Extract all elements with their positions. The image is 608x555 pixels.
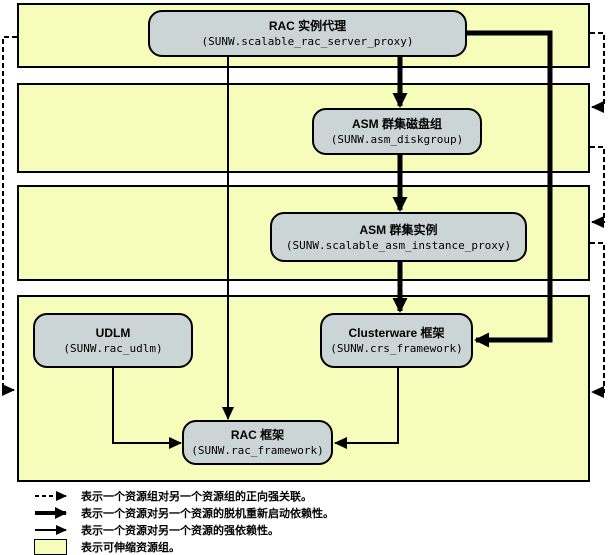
node-rac-instance-proxy: RAC 实例代理 (SUNW.scalable_rac_server_proxy… <box>148 10 467 57</box>
node-asm-diskgroup: ASM 群集磁盘组 (SUNW.asm_diskgroup) <box>312 108 482 155</box>
node-rac-framework: RAC 框架 (SUNW.rac_framework) <box>182 420 333 465</box>
legend-label: 表示一个资源对另一个资源的脱机重新启动依赖性。 <box>81 507 334 520</box>
legend-row-scalable-group: 表示可伸缩资源组。 <box>0 538 608 555</box>
arrow-affinity-group1-to-group2-right <box>590 32 605 113</box>
node-subtitle: (SUNW.asm_diskgroup) <box>330 133 464 146</box>
node-asm-cluster-instance: ASM 群集实例 (SUNW.scalable_asm_instance_pro… <box>270 212 527 262</box>
node-title: RAC 框架 <box>230 428 285 442</box>
node-subtitle: (SUNW.rac_framework) <box>191 444 324 457</box>
arrow-affinity-group1-to-group4-left <box>2 36 17 396</box>
thick-arrow-icon <box>34 505 70 521</box>
node-title: ASM 群集实例 <box>359 222 438 237</box>
legend-row-offline-restart: 表示一个资源对另一个资源的脱机重新启动依赖性。 <box>0 504 608 521</box>
node-subtitle: (SUNW.rac_udlm) <box>63 342 163 355</box>
legend: 表示一个资源组对另一个资源组的正向强关联。 表示一个资源对另一个资源的脱机重新启… <box>0 487 608 555</box>
node-clusterware-framework: Clusterware 框架 (SUNW.crs_framework) <box>320 313 473 368</box>
legend-label: 表示一个资源组对另一个资源组的正向强关联。 <box>81 490 312 503</box>
dashed-arrow-icon <box>34 488 70 504</box>
node-subtitle: (SUNW.scalable_rac_server_proxy) <box>201 35 414 48</box>
thin-arrow-icon <box>34 522 70 538</box>
arrow-affinity-group2-to-group3-right <box>590 146 605 228</box>
legend-label: 表示可伸缩资源组。 <box>81 541 180 554</box>
node-title: UDLM <box>95 326 131 340</box>
node-title: ASM 群集磁盘组 <box>351 117 442 131</box>
legend-row-affinity: 表示一个资源组对另一个资源组的正向强关联。 <box>0 487 608 504</box>
node-title: Clusterware 框架 <box>348 326 445 340</box>
node-udlm: UDLM (SUNW.rac_udlm) <box>33 313 193 368</box>
legend-label: 表示一个资源对另一个资源的强依赖性。 <box>81 524 279 537</box>
node-title: RAC 实例代理 <box>268 19 347 33</box>
legend-row-strong-dependency: 表示一个资源对另一个资源的强依赖性。 <box>0 521 608 538</box>
arrow-affinity-group3-to-group4-right <box>590 242 605 398</box>
scalable-group-box-icon <box>34 538 70 555</box>
node-subtitle: (SUNW.scalable_asm_instance_proxy) <box>285 238 512 252</box>
group-asm-diskgroup <box>17 83 590 173</box>
node-subtitle: (SUNW.crs_framework) <box>330 342 463 355</box>
